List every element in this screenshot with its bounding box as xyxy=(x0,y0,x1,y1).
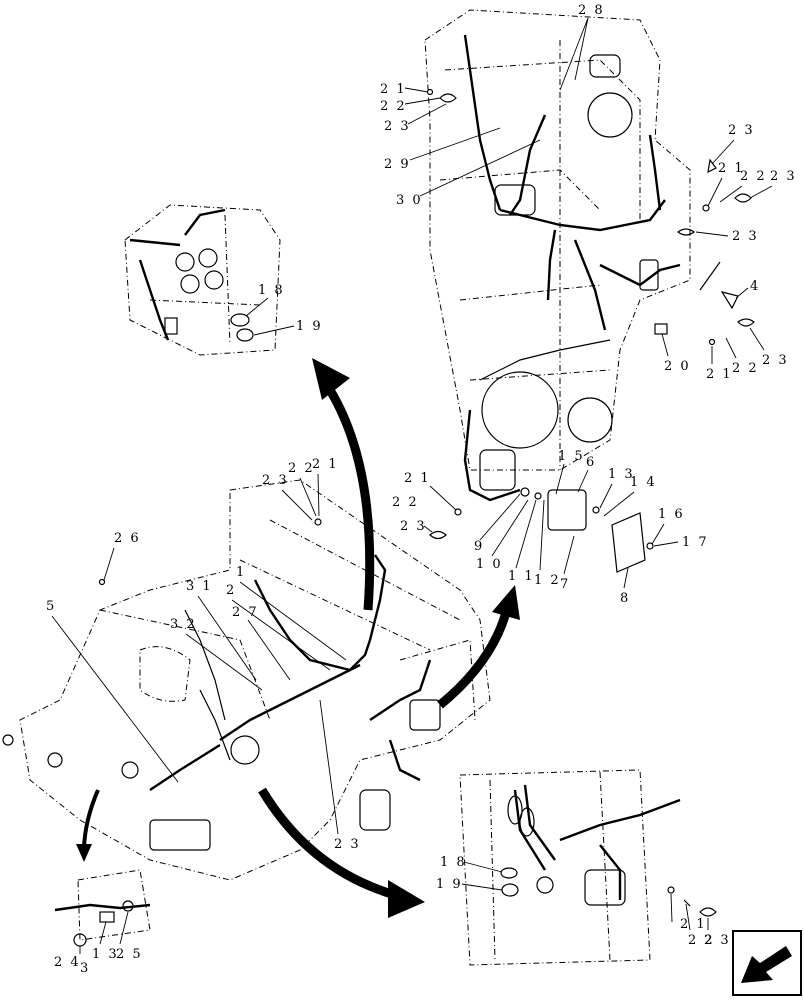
callout-23: 2 3 xyxy=(770,169,797,184)
callout-15: 1 5 xyxy=(558,449,585,464)
detail-top-right xyxy=(424,9,755,573)
callout-22: 2 2 xyxy=(380,99,407,114)
callout-20: 2 0 xyxy=(664,359,691,374)
callout-19: 1 9 xyxy=(296,319,323,334)
callout-22: 2 2 xyxy=(732,361,759,376)
callout-23: 2 3 xyxy=(732,229,759,244)
callout-2: 2 xyxy=(226,583,236,598)
callout-1: 1 xyxy=(236,565,246,580)
callout-24: 2 4 xyxy=(54,955,81,970)
callout-21: 2 1 xyxy=(680,917,707,932)
callout-30: 3 0 xyxy=(396,193,423,208)
direction-arrows xyxy=(76,358,520,918)
callout-21: 2 1 xyxy=(706,367,733,382)
callout-13: 1 3 xyxy=(608,467,635,482)
callout-21: 2 1 xyxy=(404,471,431,486)
callout-4: 4 xyxy=(750,279,760,294)
callout-23: 2 3 xyxy=(400,519,427,534)
callout-23: 2 3 xyxy=(384,119,411,134)
callout-5: 5 xyxy=(46,599,56,614)
callout-22: 2 2 xyxy=(288,461,315,476)
front-arrow-icon xyxy=(732,930,802,996)
callout-27: 2 7 xyxy=(232,605,259,620)
detail-bottom-left xyxy=(54,869,151,947)
callout-28: 2 8 xyxy=(578,3,605,18)
callout-10: 1 0 xyxy=(476,557,503,572)
callout-22: 2 2 xyxy=(392,495,419,510)
callout-31: 3 1 xyxy=(186,579,213,594)
callout-23: 2 3 xyxy=(262,473,289,488)
callout-9: 9 xyxy=(474,539,484,554)
callout-21: 2 1 xyxy=(718,161,745,176)
callout-21: 2 1 xyxy=(312,457,339,472)
callout-8: 8 xyxy=(620,591,630,606)
callout-32: 3 2 xyxy=(170,617,197,632)
callout-26: 2 6 xyxy=(114,531,141,546)
callouts-bottom-left: 2 4 3 1 3 2 5 xyxy=(54,911,143,976)
callout-22: 2 2 xyxy=(688,933,715,948)
callout-23: 2 3 xyxy=(334,837,361,852)
callouts-top-left: 1 8 1 9 xyxy=(245,283,323,336)
callout-21: 2 1 xyxy=(380,82,407,97)
callout-23: 2 3 xyxy=(762,353,789,368)
callout-6: 6 xyxy=(586,455,596,470)
callout-7: 7 xyxy=(560,577,570,592)
callout-3: 3 xyxy=(80,961,90,976)
callout-13: 1 3 xyxy=(92,947,119,962)
callout-23: 2 3 xyxy=(704,933,731,948)
callout-17: 1 7 xyxy=(682,535,709,550)
callouts-main: 2 3 2 2 2 1 2 6 3 1 1 2 2 7 5 3 2 2 3 xyxy=(46,457,361,852)
callouts-bottom-right: 1 8 1 9 2 1 2 2 2 3 xyxy=(436,855,731,948)
main-assembly xyxy=(2,479,491,881)
callout-25: 2 5 xyxy=(116,947,143,962)
callout-18: 1 8 xyxy=(440,855,467,870)
callout-22: 2 2 xyxy=(740,169,767,184)
callout-29: 2 9 xyxy=(384,157,411,172)
callout-11: 1 1 xyxy=(508,569,535,584)
callouts-top-right: 2 8 2 1 2 2 2 3 2 9 3 0 2 3 2 1 2 2 2 3 … xyxy=(380,3,797,606)
callout-19: 1 9 xyxy=(436,877,463,892)
callout-23: 2 3 xyxy=(728,123,755,138)
callout-14: 1 4 xyxy=(630,475,657,490)
detail-top-left xyxy=(124,204,281,356)
detail-bottom-right xyxy=(459,769,717,966)
callout-16: 1 6 xyxy=(658,507,685,522)
callout-18: 1 8 xyxy=(258,283,285,298)
callout-12: 1 2 xyxy=(534,573,561,588)
